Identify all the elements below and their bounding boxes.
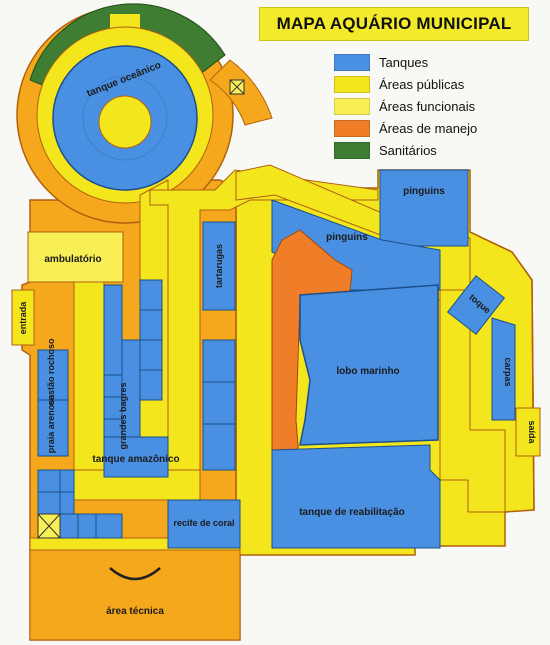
tank-carpas bbox=[491, 317, 516, 421]
oceanic-tank-center bbox=[98, 95, 152, 149]
label-pinguins-center: pinguins bbox=[326, 232, 368, 243]
legend-item-areas-de-manejo: Áreas de manejo bbox=[334, 117, 524, 139]
bottom-tank-row bbox=[37, 469, 123, 539]
right-outer-edge bbox=[469, 231, 535, 511]
tank-praia-arenosa bbox=[37, 399, 69, 457]
legend-label-areas-publicas: Áreas públicas bbox=[379, 76, 465, 92]
legend-label-sanitarios: Sanitários bbox=[379, 142, 437, 158]
tank-reabilitacao bbox=[271, 444, 441, 549]
small-tank-column-c bbox=[202, 339, 236, 471]
tank-recife-de-coral bbox=[167, 499, 241, 549]
legend-label-areas-de-manejo: Áreas de manejo bbox=[379, 120, 478, 136]
legend-swatch-tanques bbox=[334, 53, 370, 71]
legend-swatch-sanitarios bbox=[334, 141, 370, 159]
tank-pinguins-right bbox=[379, 169, 469, 247]
tank-amazonico bbox=[103, 436, 169, 478]
label-area-tecnica: área técnica bbox=[106, 606, 164, 617]
label-grandes-bagres: grandes bagres bbox=[118, 382, 128, 449]
legend-label-tanques: Tanques bbox=[379, 54, 429, 70]
tank-tartarugas bbox=[202, 221, 236, 311]
label-recife-de-coral: recife de coral bbox=[173, 518, 234, 528]
tank-lobo-marinho bbox=[299, 284, 439, 446]
legend-label-areas-funcionais: Áreas funcionais bbox=[379, 98, 476, 114]
label-praia-arenosa: praia arenosa bbox=[46, 394, 56, 454]
ambulatorio-area bbox=[27, 231, 124, 283]
saida-area bbox=[515, 407, 541, 457]
label-ambulatorio: ambulatório bbox=[44, 254, 101, 265]
legend-swatch-areas-publicas bbox=[334, 75, 370, 93]
small-tank-column-b bbox=[139, 279, 163, 401]
label-tanque-de-reabilitacao: tanque de reabilitação bbox=[299, 507, 405, 518]
legend-item-tanques: Tanques bbox=[334, 51, 524, 73]
corridor-top-right bbox=[149, 169, 379, 501]
label-tanque-amazonico: tanque amazônico bbox=[92, 454, 179, 465]
legend-item-areas-funcionais: Áreas funcionais bbox=[334, 95, 524, 117]
label-lobo-marinho: lobo marinho bbox=[336, 366, 399, 377]
label-tartarugas: tartarugas bbox=[214, 244, 224, 288]
technical-area-curve bbox=[109, 567, 161, 581]
label-costao-rochoso: costão rochoso bbox=[46, 338, 56, 406]
corridor-right bbox=[439, 289, 506, 513]
technical-area-shape bbox=[29, 547, 241, 641]
label-pinguins-right: pinguins bbox=[403, 186, 445, 197]
entrada-area bbox=[11, 289, 35, 346]
legend-swatch-areas-funcionais bbox=[334, 97, 370, 115]
map-legend: Tanques Áreas públicas Áreas funcionais … bbox=[334, 51, 524, 161]
label-saida: saída bbox=[527, 420, 537, 444]
legend-item-sanitarios: Sanitários bbox=[334, 139, 524, 161]
map-title: MAPA AQUÁRIO MUNICIPAL bbox=[259, 7, 529, 41]
legend-item-areas-publicas: Áreas públicas bbox=[334, 73, 524, 95]
legend-swatch-areas-de-manejo bbox=[334, 119, 370, 137]
tank-toque bbox=[446, 275, 506, 335]
label-carpas: carpas bbox=[503, 357, 513, 386]
label-entrada: entrada bbox=[18, 301, 28, 335]
